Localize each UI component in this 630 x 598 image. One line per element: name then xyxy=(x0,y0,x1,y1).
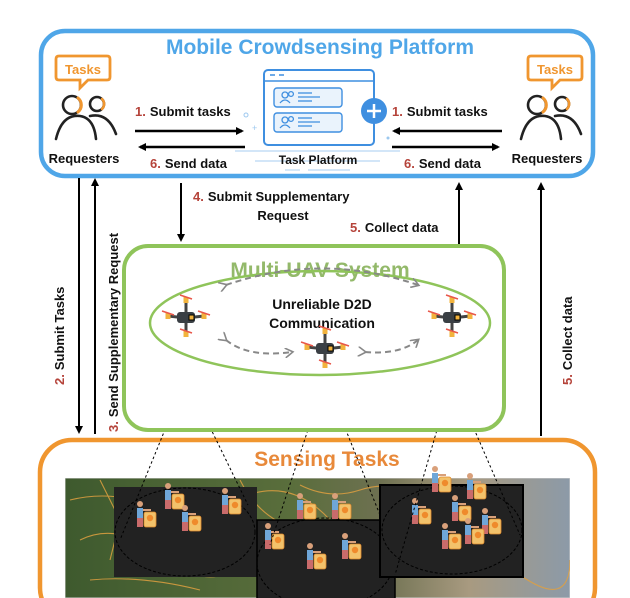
worker-icon xyxy=(307,543,327,570)
svg-text:6.Send data: 6.Send data xyxy=(404,156,482,171)
svg-text:+: + xyxy=(252,123,257,133)
requesters-left: Tasks Requesters xyxy=(49,54,120,166)
requesters-right-label: Requesters xyxy=(512,151,583,166)
worker-icon xyxy=(297,493,317,520)
flow-submit-tasks-down: 2.Submit Tasks xyxy=(52,178,83,434)
tasks-bubble-left: Tasks xyxy=(54,54,112,92)
uav-coverage-lines xyxy=(119,377,521,576)
requesters-left-label: Requesters xyxy=(49,151,120,166)
d2d-label-line1: Unreliable D2D xyxy=(272,296,372,312)
svg-text:4.Submit Supplementary: 4.Submit Supplementary xyxy=(193,189,350,204)
svg-text:Tasks: Tasks xyxy=(537,62,573,77)
users-icon-right xyxy=(519,94,583,141)
svg-text:5.Collect data: 5.Collect data xyxy=(560,296,575,385)
flow-send-supp-request: 3.Send Supplementary Request xyxy=(91,178,121,434)
worker-icon xyxy=(482,508,502,535)
worker-icon xyxy=(452,495,472,522)
worker-icon xyxy=(342,533,362,560)
svg-text:1.Submit tasks: 1.Submit tasks xyxy=(392,104,488,119)
platform-title: Mobile Crowdsensing Platform xyxy=(166,36,474,59)
worker-icon xyxy=(265,523,285,550)
svg-text:Tasks: Tasks xyxy=(65,62,101,77)
sensing-tasks-title: Sensing Tasks xyxy=(254,448,400,471)
worker-icon xyxy=(465,518,485,545)
worker-icon xyxy=(442,523,462,550)
worker-icon xyxy=(222,488,242,515)
uav-drone-icon xyxy=(300,325,350,368)
users-icon-left xyxy=(54,94,118,141)
uav-drones xyxy=(161,294,477,368)
d2d-label-line2: Communication xyxy=(269,315,375,331)
flow-send-data-left: 6.Send data xyxy=(138,143,245,171)
flow-submit-supp-request: 4.Submit Supplementary Request xyxy=(177,183,350,242)
worker-icon xyxy=(432,466,452,493)
tasks-bubble-right: Tasks xyxy=(526,54,584,92)
worker-icon xyxy=(182,505,202,532)
worker-icon xyxy=(137,501,157,528)
svg-text:3.Send Supplementary Request: 3.Send Supplementary Request xyxy=(106,232,121,432)
task-platform-label: Task Platform xyxy=(279,153,357,167)
worker-icon xyxy=(467,473,487,500)
svg-text:5.Collect data: 5.Collect data xyxy=(350,220,439,235)
task-platform-icon: + + Task Platform xyxy=(235,69,401,171)
flow-send-data-right: 6.Send data xyxy=(392,143,500,171)
svg-text:2.Submit Tasks: 2.Submit Tasks xyxy=(52,287,67,385)
worker-icon xyxy=(165,483,185,510)
multi-uav-box: Multi-UAV System Unreliable D2D Communic… xyxy=(122,244,506,432)
flow-submit-tasks-left: 1.Submit tasks xyxy=(135,104,244,135)
svg-text:Request: Request xyxy=(257,208,309,223)
svg-text:6.Send data: 6.Send data xyxy=(150,156,228,171)
d2d-links xyxy=(226,267,418,354)
flow-submit-tasks-right: 1.Submit tasks xyxy=(392,104,502,135)
worker-icon xyxy=(332,493,352,520)
uav-drone-icon xyxy=(161,294,211,337)
worker-icon xyxy=(412,498,432,525)
uav-drone-icon xyxy=(427,294,477,337)
requesters-right: Tasks Requesters xyxy=(512,54,584,166)
flow-collect-data-center: 5.Collect data xyxy=(350,182,463,244)
sensing-workers xyxy=(137,466,502,570)
d2d-ellipse xyxy=(148,269,492,377)
flow-collect-data-right: 5.Collect data xyxy=(537,182,575,436)
svg-text:1.Submit tasks: 1.Submit tasks xyxy=(135,104,231,119)
